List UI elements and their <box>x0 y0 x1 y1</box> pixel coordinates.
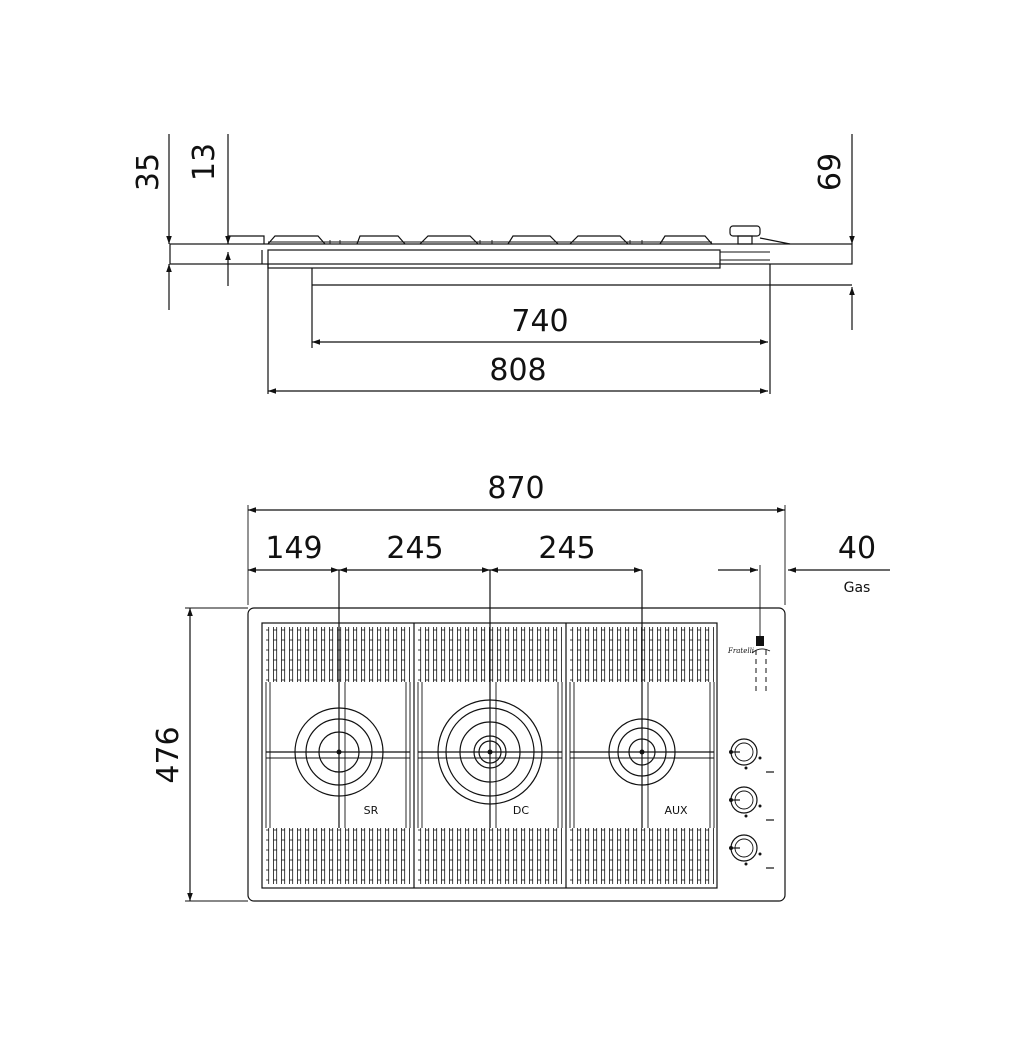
side-view: 35 13 69 740 808 <box>131 134 855 394</box>
knob-3-icon[interactable] <box>729 834 774 869</box>
dim-width: 870 <box>487 471 544 506</box>
burner-label-aux: AUX <box>664 804 688 817</box>
burner-label-dc: DC <box>513 804 529 817</box>
hob-body-edges <box>261 250 771 394</box>
dim-glass: 13 <box>187 143 222 181</box>
knob-2-icon[interactable] <box>729 786 774 821</box>
burner-dc: DC <box>418 570 562 828</box>
dim-height-total: 35 <box>131 153 166 191</box>
dim-cutout-outer: 808 <box>489 353 546 388</box>
burner-label-sr: SR <box>364 804 379 817</box>
hob-outline <box>247 607 786 902</box>
dim-height-knob: 69 <box>813 153 848 191</box>
grate-ribs-1-top <box>266 627 410 682</box>
brand-logo: Fratelli <box>727 636 771 655</box>
grate-ribs-2-bottom <box>418 828 562 884</box>
burner-sr: SR <box>266 570 410 828</box>
knob-profile-icon <box>729 225 791 245</box>
burner-aux: AUX <box>570 570 714 828</box>
dim-gas: 40 <box>838 531 876 566</box>
hob-top-plate <box>169 243 853 265</box>
grate-ribs-1-bottom <box>266 828 410 884</box>
hob-body <box>267 249 721 269</box>
knob-1-icon[interactable] <box>729 738 774 773</box>
brand-logo-text: Fratelli <box>727 647 754 655</box>
dim-first-burner: 149 <box>265 531 322 566</box>
dim-depth: 476 <box>151 726 186 783</box>
gas-label: Gas <box>844 580 871 596</box>
dim-cutout-inner: 740 <box>511 304 568 339</box>
dim-spacing-2: 245 <box>538 531 595 566</box>
top-view: 870 149 245 245 40 Gas 476 <box>151 471 890 902</box>
dim-spacing-1: 245 <box>386 531 443 566</box>
grate-ribs-3-bottom <box>570 828 714 884</box>
burner-profiles <box>227 235 713 245</box>
